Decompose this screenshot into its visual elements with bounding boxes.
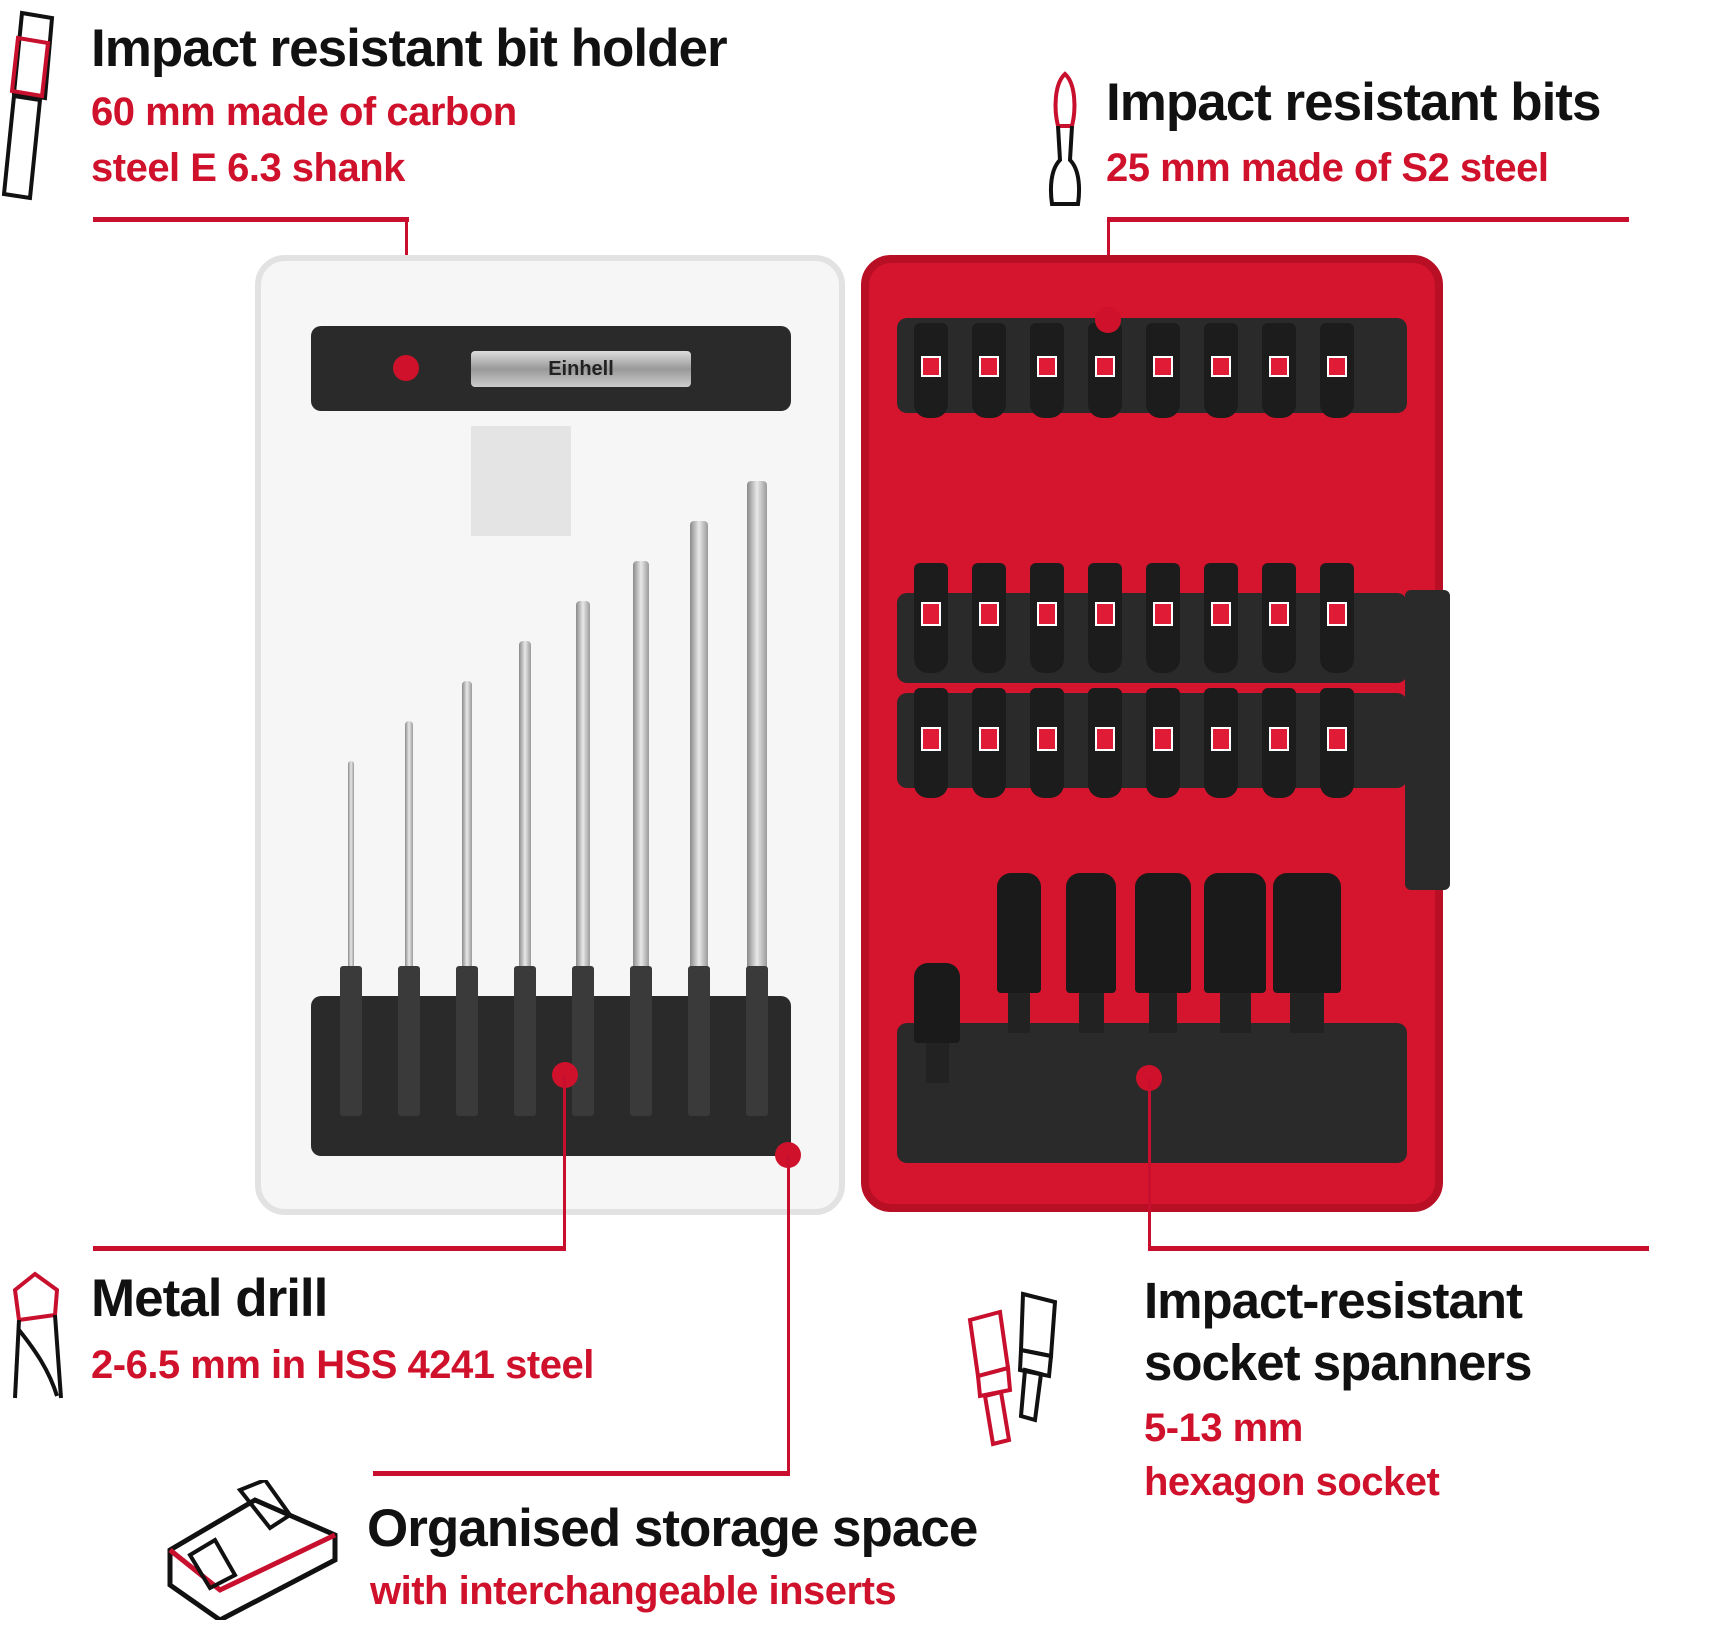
metal-drill-desc: 2-6.5 mm in HSS 4241 steel bbox=[91, 1343, 594, 1387]
red-case bbox=[861, 255, 1443, 1212]
connector-line bbox=[563, 1075, 566, 1250]
connector-line bbox=[93, 217, 409, 222]
drill-bit bbox=[519, 641, 531, 971]
screwdriver-bit bbox=[1030, 688, 1064, 798]
drill-shank bbox=[456, 966, 478, 1116]
socket-spanner bbox=[1066, 873, 1116, 1033]
bit-holder-desc-1: 60 mm made of carbon bbox=[91, 90, 517, 134]
drill-bit bbox=[576, 601, 590, 971]
drill-shank bbox=[746, 966, 768, 1116]
metal-drill-title: Metal drill bbox=[91, 1269, 328, 1328]
drill-bit bbox=[348, 761, 354, 971]
screwdriver-bit bbox=[1088, 688, 1122, 798]
sockets-desc-1: 5-13 mm bbox=[1144, 1406, 1303, 1450]
connector-line bbox=[1148, 1246, 1649, 1251]
socket-spanner bbox=[997, 873, 1041, 1033]
storage-title: Organised storage space bbox=[367, 1499, 978, 1558]
screwdriver-bit bbox=[972, 563, 1006, 673]
storage-box-icon bbox=[167, 1480, 338, 1620]
sockets-title-1: Impact-resistant bbox=[1144, 1272, 1523, 1329]
screwdriver-bit bbox=[1146, 563, 1180, 673]
bits-title: Impact resistant bits bbox=[1106, 73, 1601, 132]
screwdriver-bit bbox=[1262, 563, 1296, 673]
bits-desc: 25 mm made of S2 steel bbox=[1106, 146, 1549, 190]
drill-shank bbox=[688, 966, 710, 1116]
screwdriver-bit bbox=[1204, 323, 1238, 418]
screwdriver-bit bbox=[972, 323, 1006, 418]
screwdriver-bit bbox=[1262, 323, 1296, 418]
drill-shank bbox=[572, 966, 594, 1116]
screwdriver-bit bbox=[1204, 688, 1238, 798]
connector-line bbox=[1107, 217, 1629, 222]
screwdriver-bit bbox=[972, 688, 1006, 798]
screwdriver-bit bbox=[1088, 323, 1122, 418]
screwdriver-bit bbox=[1320, 323, 1354, 418]
socket-spanner-icon bbox=[967, 1291, 1058, 1447]
countersink-bit bbox=[914, 963, 960, 1083]
drill-shank bbox=[398, 966, 420, 1116]
drill-bit bbox=[462, 681, 472, 971]
socket-spanner bbox=[1204, 873, 1266, 1033]
connector-line bbox=[373, 1471, 790, 1476]
bit-holder-title: Impact resistant bit holder bbox=[91, 19, 728, 78]
drill-shank bbox=[630, 966, 652, 1116]
sockets-desc-2: hexagon socket bbox=[1144, 1460, 1440, 1504]
screwdriver-bit bbox=[914, 688, 948, 798]
bit-holder-desc-2: steel E 6.3 shank bbox=[91, 146, 405, 190]
drill-shank bbox=[514, 966, 536, 1116]
screwdriver-bit bbox=[1146, 323, 1180, 418]
connector-line bbox=[787, 1155, 790, 1475]
connector-line bbox=[1148, 1078, 1151, 1248]
socket-spanner bbox=[1273, 873, 1341, 1033]
logo-watermark bbox=[471, 426, 571, 536]
screwdriver-bit bbox=[1204, 563, 1238, 673]
connector-line bbox=[93, 1246, 566, 1251]
screwdriver-bit bbox=[914, 563, 948, 673]
storage-desc: with interchangeable inserts bbox=[370, 1569, 897, 1613]
drill-bit bbox=[633, 561, 649, 971]
callout-dot bbox=[393, 355, 419, 381]
clear-case-lid: Einhell bbox=[255, 255, 845, 1215]
screwdriver-bit bbox=[1088, 563, 1122, 673]
drill-holder-strip bbox=[311, 996, 791, 1156]
case-latch[interactable] bbox=[1405, 590, 1450, 890]
screwdriver-bit bbox=[1030, 323, 1064, 418]
drill-shank bbox=[340, 966, 362, 1116]
drill-bit bbox=[747, 481, 767, 971]
drill-bit bbox=[690, 521, 708, 971]
bit-holder-icon bbox=[1, 10, 55, 201]
screwdriver-bit bbox=[914, 323, 948, 418]
drill-bit-icon bbox=[12, 1271, 63, 1399]
sockets-title-2: socket spanners bbox=[1144, 1334, 1533, 1391]
screwdriver-bit bbox=[1146, 688, 1180, 798]
socket-spanner bbox=[1135, 873, 1191, 1033]
bit-holder: Einhell bbox=[471, 351, 691, 387]
drill-bit bbox=[405, 721, 413, 971]
screwdriver-bit-icon bbox=[1049, 71, 1081, 206]
screwdriver-bit bbox=[1030, 563, 1064, 673]
callout-dot bbox=[1095, 307, 1121, 333]
screwdriver-bit bbox=[1262, 688, 1296, 798]
screwdriver-bit bbox=[1320, 563, 1354, 673]
socket-rack bbox=[897, 1023, 1407, 1163]
screwdriver-bit bbox=[1320, 688, 1354, 798]
